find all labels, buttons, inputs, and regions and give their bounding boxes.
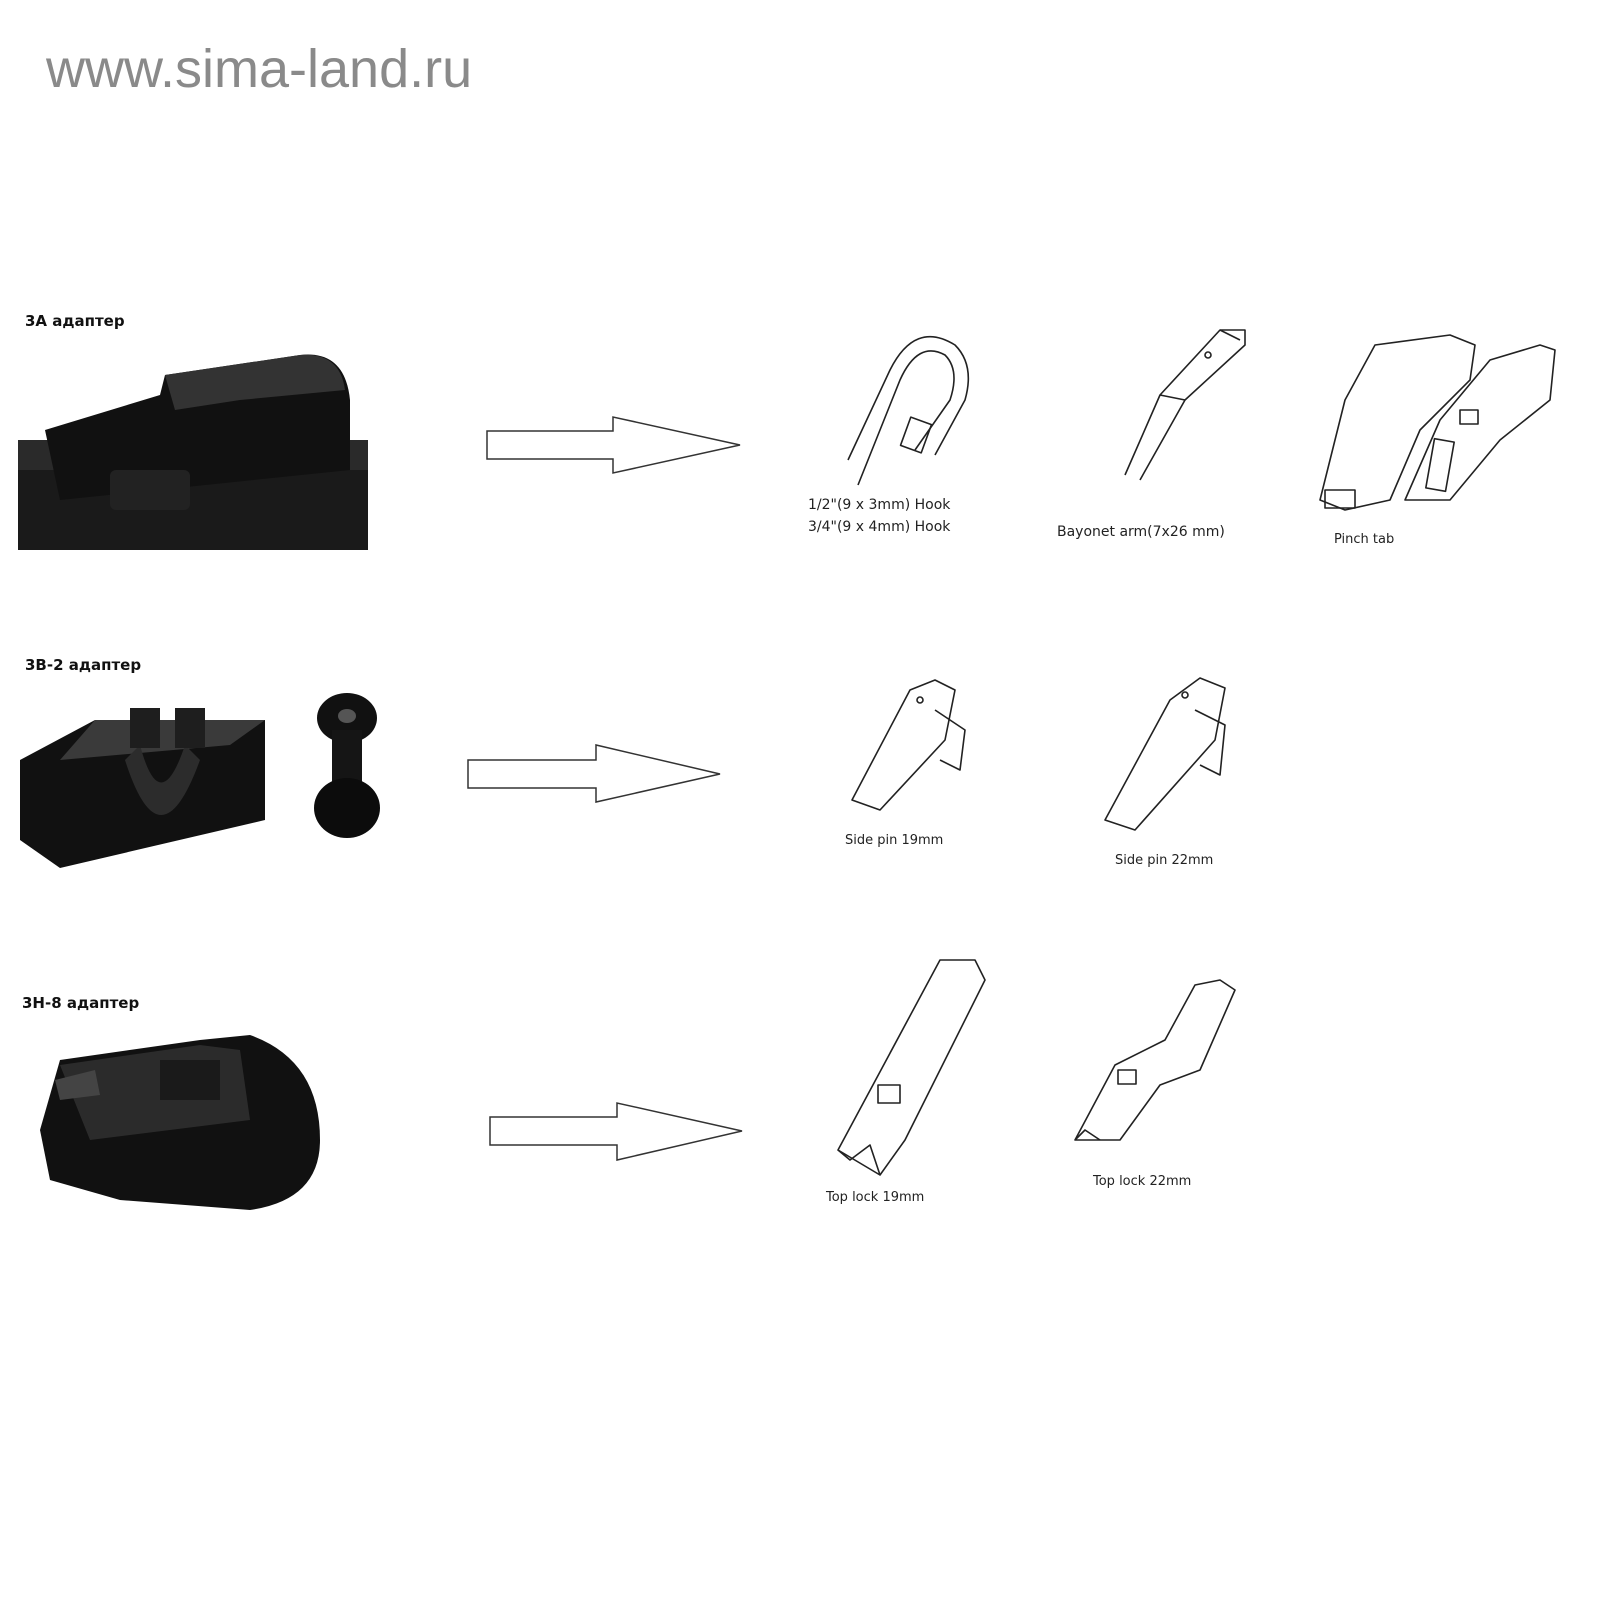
arrow-right-icon: [486, 416, 741, 474]
adapter-3h-8-photo: [40, 1035, 320, 1210]
section-title-3a: 3A адаптер: [25, 312, 125, 330]
variant-caption: Top lock 22mm: [1093, 1174, 1192, 1189]
watermark: www.sima-land.ru: [46, 39, 473, 99]
section-title-3b-2: 3B-2 адаптер: [25, 656, 142, 674]
caption-line: 1/2"(9 x 3mm) Hook: [808, 497, 951, 513]
hook-drawing: [847, 335, 970, 486]
variant-caption: Pinch tab: [1334, 532, 1395, 547]
side-pin-22mm-drawing: [1104, 677, 1226, 831]
variant-caption: Bayonet arm(7x26 mm): [1057, 524, 1225, 540]
bayonet-arm-drawing: [1124, 329, 1246, 481]
side-pin-19mm-drawing: [851, 679, 966, 811]
variant-caption: 1/2"(9 x 3mm) Hook 3/4"(9 x 4mm) Hook: [808, 494, 950, 538]
variant-caption: Side pin 19mm: [845, 833, 944, 848]
top-lock-22mm-drawing: [1074, 979, 1236, 1141]
arrow-right-icon: [467, 744, 721, 803]
adapter-3a-photo: [18, 354, 368, 550]
variant-caption: Side pin 22mm: [1115, 853, 1214, 868]
caption-line: 3/4"(9 x 4mm) Hook: [808, 519, 951, 535]
top-lock-19mm-drawing: [837, 959, 986, 1176]
variant-caption: Top lock 19mm: [826, 1190, 925, 1205]
arrow-right-icon: [489, 1102, 743, 1161]
adapter-3b-2-photo: [20, 693, 380, 868]
pinch-tab-drawing: [1319, 334, 1556, 511]
section-title-3h-8: 3H-8 адаптер: [22, 994, 140, 1012]
